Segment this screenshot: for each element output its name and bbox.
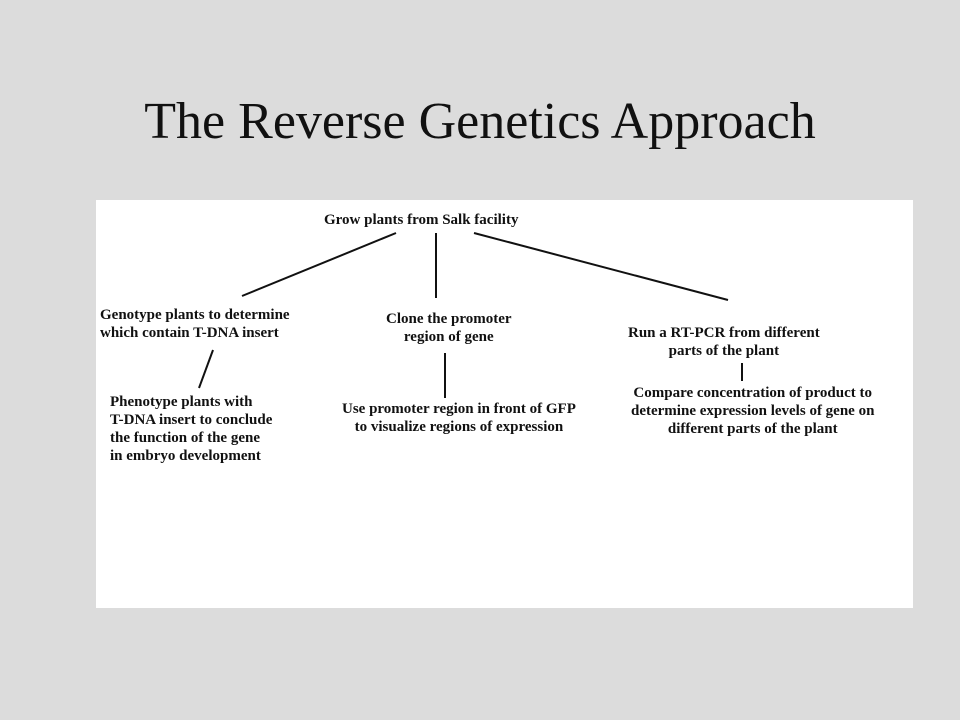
diagram-connectors	[198, 232, 743, 398]
gfp-outcome: Use promoter region in front of GFP to v…	[342, 401, 576, 435]
phenotype-outcome: Phenotype plants with T-DNA insert to co…	[110, 394, 273, 464]
connector-genotype-phenotype	[198, 349, 214, 389]
genotype-step: Genotype plants to determine which conta…	[100, 307, 290, 341]
connector-root-rtpcr	[473, 232, 729, 301]
clone-promoter-step: Clone the promoter region of gene	[386, 311, 512, 345]
root-node: Grow plants from Salk facility	[324, 212, 519, 228]
expression-outcome: Compare concentration of product to dete…	[631, 385, 875, 437]
slide-title: The Reverse Genetics Approach	[144, 93, 816, 150]
rtpcr-step: Run a RT-PCR from different parts of the…	[628, 325, 820, 359]
connector-root-genotype	[241, 232, 397, 297]
flow-diagram: Grow plants from Salk facility Genotype …	[96, 200, 913, 608]
